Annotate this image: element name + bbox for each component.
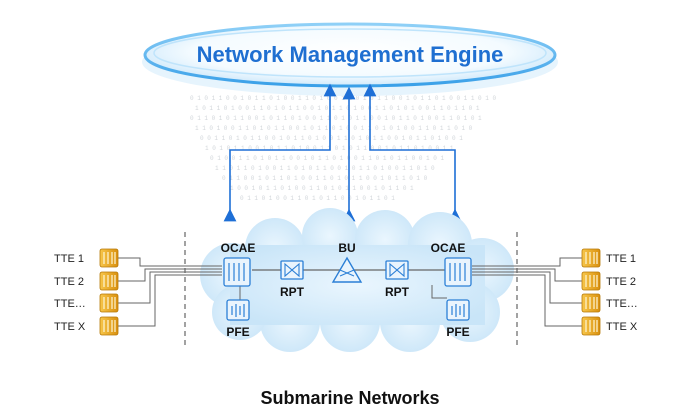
link-left-arrow bbox=[223, 83, 337, 222]
svg-text:0 1 0 1 1 0 0 1 0 1 1 0 1 0 0: 0 1 0 1 1 0 0 1 0 1 1 0 1 0 0 1 1 0 1 0 … bbox=[190, 95, 496, 102]
diagram-caption: Submarine Networks bbox=[260, 388, 439, 408]
left-terminal-label: TTE… bbox=[54, 298, 86, 310]
ocae-label: OCAE bbox=[221, 241, 256, 255]
ocae-right-node: OCAE bbox=[431, 241, 472, 287]
ocae-label: OCAE bbox=[431, 241, 466, 255]
svg-text:0 1 1 0 0 1 0 1 1 0 1 0 0 1 1: 0 1 1 0 0 1 0 1 1 0 1 0 0 1 1 0 1 0 1 1 … bbox=[222, 175, 428, 182]
ocae-equipment-icon bbox=[223, 257, 251, 287]
ocae-left-node: OCAE bbox=[221, 241, 256, 287]
engine-title: Network Management Engine bbox=[197, 42, 504, 67]
power-feed-icon bbox=[226, 299, 250, 321]
pfe-label: PFE bbox=[446, 325, 469, 339]
rpt-label: RPT bbox=[385, 285, 410, 299]
pfe-right-node: PFE bbox=[446, 299, 470, 339]
right-terminal-label: TTE X bbox=[606, 321, 638, 333]
svg-text:0 1 1 0 1 0 0 1 1 0 1 0 1 1 0: 0 1 1 0 1 0 0 1 1 0 1 0 1 1 0 0 1 0 1 1 … bbox=[240, 195, 395, 202]
svg-text:1 0 1 1 0 1 0 0 1 1 0 1 0 1 1: 1 0 1 1 0 1 0 0 1 1 0 1 0 1 1 0 0 1 0 1 … bbox=[195, 105, 480, 112]
link-right-arrow bbox=[363, 83, 462, 222]
left-terminal-label: TTE 2 bbox=[54, 276, 84, 288]
data-stream-decoration: 0 1 0 1 1 0 0 1 0 1 1 0 1 0 0 1 1 0 1 0 … bbox=[190, 95, 496, 202]
right-terminal-label: TTE 1 bbox=[606, 253, 636, 265]
svg-text:1 0 0 1 0 1 1 0 1 0 0 1 1 0 1: 1 0 0 1 0 1 1 0 1 0 0 1 1 0 1 0 1 1 0 0 … bbox=[230, 185, 414, 192]
left-fiber-bundle bbox=[118, 257, 222, 327]
pfe-left-node: PFE bbox=[226, 299, 250, 339]
svg-text:0 1 0 0 1 1 0 1 0 1 1 0 0 1 0: 0 1 0 0 1 1 0 1 0 1 1 0 0 1 0 1 1 0 1 0 … bbox=[210, 155, 444, 162]
left-terminal-label: TTE 1 bbox=[54, 253, 84, 265]
server-rack-icon bbox=[99, 248, 119, 268]
svg-text:1 1 0 1 0 0 1 1 0 1 0 1 1 0 0: 1 1 0 1 0 0 1 1 0 1 0 1 1 0 0 1 0 1 1 0 … bbox=[195, 125, 473, 132]
left-terminal-group: TTE 1 TTE 2 TTE… TTE X bbox=[54, 248, 119, 336]
right-fiber-bundle bbox=[472, 257, 582, 327]
svg-text:0 0 1 1 0 1 0 1 1 0 0 1 0 1 1: 0 0 1 1 0 1 0 1 1 0 0 1 0 1 1 0 1 0 0 1 … bbox=[200, 135, 463, 142]
server-rack-icon bbox=[99, 293, 119, 313]
power-feed-icon bbox=[446, 299, 470, 321]
right-terminal-label: TTE 2 bbox=[606, 276, 636, 288]
rpt-left-node: RPT bbox=[280, 260, 305, 299]
server-rack-icon bbox=[581, 316, 601, 336]
pfe-label: PFE bbox=[226, 325, 249, 339]
svg-text:1 1 0 1 1 0 1 0 0 1 1 0 1 0 1: 1 1 0 1 1 0 1 0 0 1 1 0 1 0 1 1 0 0 1 0 … bbox=[215, 165, 435, 172]
server-rack-icon bbox=[581, 293, 601, 313]
network-management-engine: Network Management Engine bbox=[142, 22, 558, 96]
right-terminal-group: TTE 1 TTE 2 TTE… TTE X bbox=[581, 248, 638, 336]
ocae-equipment-icon bbox=[444, 257, 472, 287]
left-terminal-label: TTE X bbox=[54, 321, 86, 333]
bu-label: BU bbox=[338, 241, 355, 255]
server-rack-icon bbox=[581, 271, 601, 291]
server-rack-icon bbox=[99, 316, 119, 336]
rpt-label: RPT bbox=[280, 285, 305, 299]
server-rack-icon bbox=[581, 248, 601, 268]
svg-text:0 1 1 0 1 0 1 1 0 0 1 0 1 1 0: 0 1 1 0 1 0 1 1 0 0 1 0 1 1 0 1 0 0 1 1 … bbox=[190, 115, 482, 122]
server-rack-icon bbox=[99, 271, 119, 291]
bu-node: BU bbox=[331, 241, 363, 283]
right-terminal-label: TTE… bbox=[606, 298, 638, 310]
rpt-right-node: RPT bbox=[385, 260, 410, 299]
management-links bbox=[223, 83, 462, 222]
